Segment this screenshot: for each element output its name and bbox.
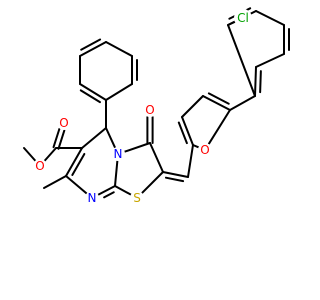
bond-n8-c8a-inner [103, 191, 115, 199]
bond-c2-s1 [140, 171, 164, 195]
bond-ph4-ph5 [105, 41, 133, 57]
svg-text:Cl: Cl [237, 11, 249, 25]
bond-fc4-fc5 [202, 95, 231, 111]
bond-c2-cex-inner [164, 176, 185, 183]
bond-fc5-of [207, 109, 231, 146]
atom-s-ring: S [130, 191, 144, 205]
bond-cc-oc-second [52, 127, 61, 149]
bond-ar2-ar3 [255, 53, 285, 68]
bond-c3-c2 [149, 142, 164, 173]
bond-fc5-ar1 [229, 95, 256, 111]
bond-n4-c3 [123, 142, 151, 153]
bond-ph1-ph2 [79, 83, 107, 101]
bond-c7-me7 [43, 175, 67, 189]
bond-c8a-n4 [114, 159, 119, 187]
bond-of-fc2 [192, 144, 200, 149]
bonds-layer [23, 7, 290, 199]
svg-text:S: S [133, 191, 141, 205]
bond-ar1-ar2-inner [259, 70, 262, 94]
bond-n4-c5 [105, 127, 117, 149]
chemical-structure-diagram: O O O N N S O Cl [23, 7, 290, 205]
atom-n-ring-fused: N [111, 147, 125, 161]
svg-text:O: O [145, 103, 154, 117]
bond-ph6-ph1 [105, 83, 133, 101]
atom-o-ester-carbonyl: O [57, 116, 71, 130]
atom-cl: Cl [234, 9, 252, 27]
bond-c6-c7 [65, 147, 83, 177]
bond-ar6-ar1 [227, 24, 256, 97]
svg-text:O: O [200, 143, 209, 157]
bond-ph3-ph4-inner [80, 38, 102, 51]
bond-ph3-ph4 [79, 41, 107, 57]
atom-o-furan: O [198, 143, 212, 157]
bond-cc-oc [57, 129, 66, 150]
bond-n8-c8a [97, 185, 116, 196]
bond-c2-cex [162, 171, 189, 178]
atom-labels-layer: O O O N N S O Cl [33, 9, 252, 205]
bond-ar6-cl [227, 20, 236, 26]
bond-ph1-ph2-inner [79, 89, 101, 104]
bond-fc3-fc4 [181, 95, 204, 118]
svg-text:N: N [114, 147, 123, 161]
svg-text:O: O [59, 116, 68, 130]
svg-text:O: O [35, 159, 44, 173]
bond-fc2-fc3-inner [177, 121, 188, 145]
atom-n-ring: N [85, 191, 99, 205]
bond-cme-om [23, 147, 37, 162]
bond-c5-c6 [81, 127, 107, 149]
svg-text:N: N [88, 191, 97, 205]
bond-c7-n8 [65, 175, 88, 195]
bond-cex-fc2 [187, 144, 194, 178]
bond-ar1-ar2 [254, 66, 257, 97]
bond-fc2-fc3 [181, 116, 194, 146]
bond-om-cc [43, 147, 57, 162]
bond-s1-c8a [114, 185, 132, 196]
atom-o-ester-methoxy: O [33, 159, 47, 173]
bond-ar4-ar5 [255, 10, 285, 26]
atom-o-ketone: O [143, 103, 157, 117]
bond-fc4-fc5-inner [207, 92, 230, 105]
bond-c6-c7-inner [71, 152, 86, 177]
